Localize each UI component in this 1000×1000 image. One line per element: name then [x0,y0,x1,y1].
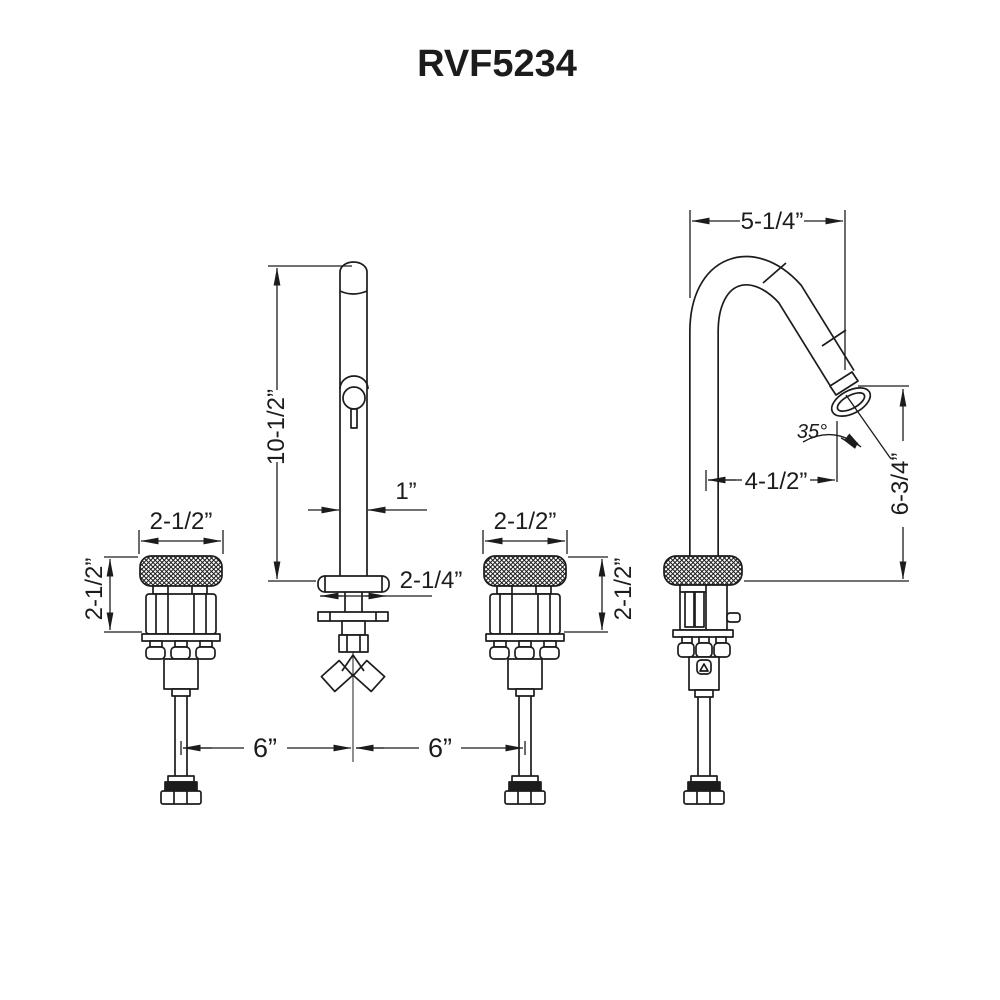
right-valve-height-dimension: 2-1/2” [610,558,637,621]
side-mounting-nut [713,642,731,658]
left-valve-stem [152,585,169,595]
right-valve-flange [485,633,565,642]
right-valve-stem [535,585,552,595]
left-valve-stem [191,585,208,595]
spout-base-width-dimension: 2-1/4” [400,567,463,594]
side-supply-nut [683,790,725,805]
side-supply-tube [697,697,711,776]
left-valve-width-dimension: 2-1/2” [150,508,213,535]
side-knurled-handle [663,555,743,586]
left-valve-bracket [163,658,199,690]
left-spacing-dimension: 6” [253,733,277,763]
right-valve-mounting-nut [539,646,560,660]
right-valve-mounting-nut [489,646,510,660]
spout-shank-nut [338,634,369,653]
spout-y-connector-leg [320,659,354,693]
side-spout-height-dimension: 6-3/4” [887,453,914,516]
right-valve-knurled-handle [483,555,567,587]
center-spout-dimensions: 10-1/2” 1” 2-1/4” [263,265,463,600]
spout-washer-bar [317,611,389,622]
side-valve-flange [672,629,734,638]
left-valve-dimensions: 2-1/2” 2-1/2” [81,508,224,633]
left-valve-mounting-nut [145,646,166,660]
right-valve-width-dimension: 2-1/2” [494,508,557,535]
spout-lever [339,375,369,390]
right-valve-supply-tube [518,696,532,776]
left-valve-mounting-nut [170,646,191,660]
right-valve-mounting-nut [514,646,535,660]
side-valve-nub [726,612,741,623]
spout-base-plate [317,575,390,593]
spout-tube-width-dimension: 1” [395,478,416,505]
side-mounting-nut [677,642,695,658]
right-valve-supply-nut [504,790,546,805]
right-valve-view [483,555,567,805]
side-faucet-dimensions: 5-1/4” 35° 4-1/2” 6-3/4” [689,208,914,582]
spout-angle-dimension: 35° [797,421,827,443]
left-valve-height-dimension: 2-1/2” [81,558,108,621]
left-valve-supply-tube [174,696,188,776]
left-valve-knurled-handle [139,555,223,587]
side-faucet-view [663,255,872,805]
right-valve-bracket [507,658,543,690]
spout-axis-line [845,394,892,460]
spout-y-connector-leg [352,659,386,693]
left-valve-flange [141,633,221,642]
spacing-dimensions: 6” 6” [180,652,526,763]
right-spacing-dimension: 6” [428,733,452,763]
spout-height-dimension: 10-1/2” [263,389,290,465]
side-top-reach-dimension: 5-1/4” [741,208,804,235]
right-valve-dimensions: 2-1/2” 2-1/2” [482,508,637,633]
center-spout-view [317,261,390,693]
left-valve-view [139,555,223,805]
aerator-collar [829,371,859,396]
side-mid-reach-dimension: 4-1/2” [745,468,808,495]
left-valve-supply-nut [160,790,202,805]
side-mounting-nut [695,642,713,658]
side-spout-tube [689,255,855,557]
model-number-title: RVF5234 [417,43,577,85]
right-valve-stem [496,585,513,595]
left-valve-mounting-nut [195,646,216,660]
